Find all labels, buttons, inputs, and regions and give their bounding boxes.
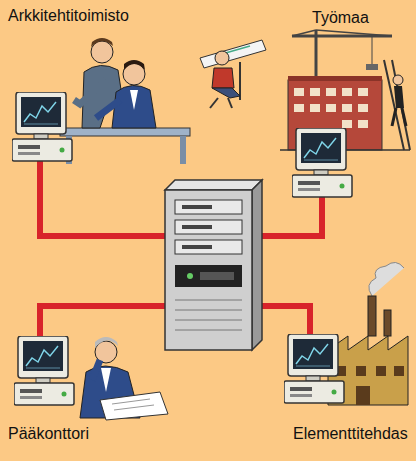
station-name: Arkkitehtitoimisto <box>8 6 129 25</box>
station-name: Pääkonttori <box>8 424 89 443</box>
station-label: Arkkitehtitoimisto <box>8 6 129 25</box>
station-label: Pääkonttori <box>8 424 89 443</box>
office-people <box>60 38 266 164</box>
station-name: Elementtitehdas <box>293 424 408 443</box>
server-tower <box>165 180 262 350</box>
station-name: Työmaa <box>312 8 369 27</box>
manager-figure <box>80 337 168 420</box>
station-label: Elementtitehdas <box>293 424 408 443</box>
station-label: Työmaa <box>312 8 369 27</box>
